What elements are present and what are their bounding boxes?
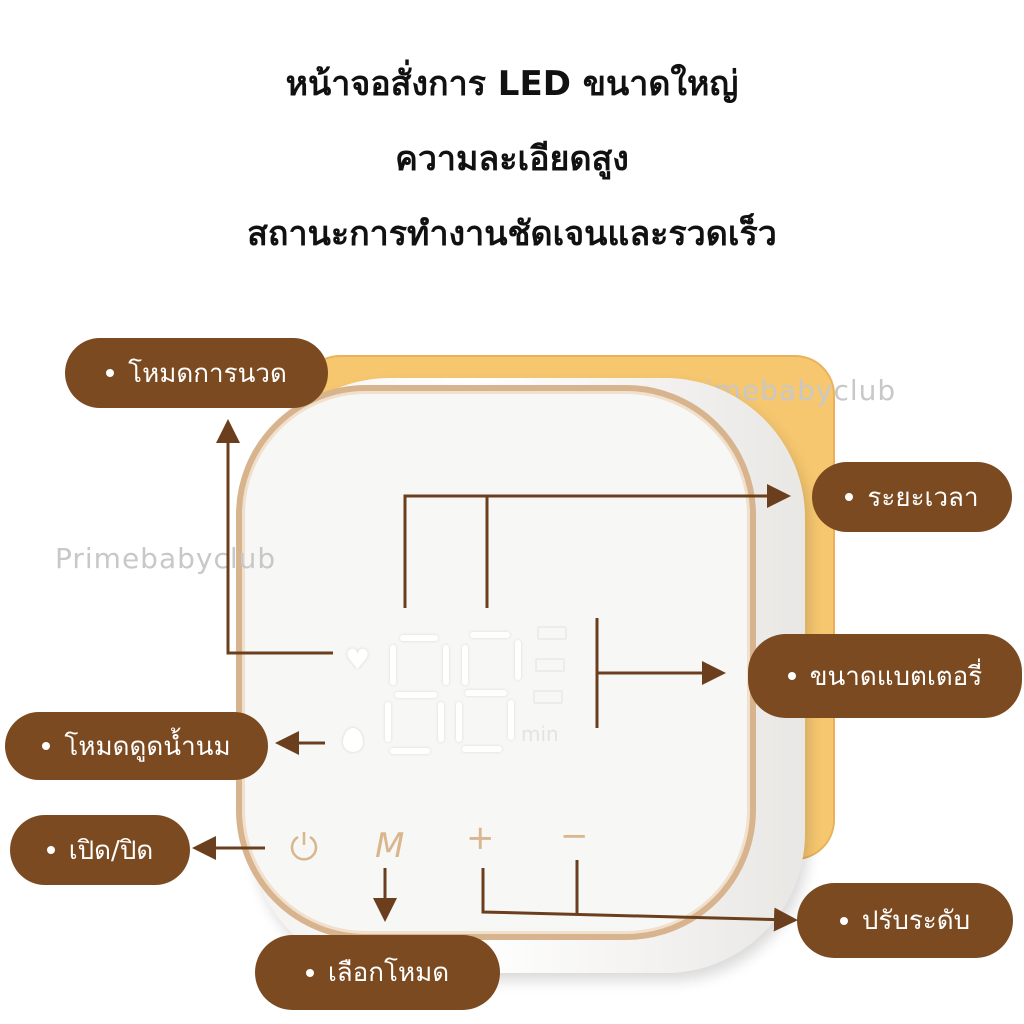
title-line-2: ความละเอียดสูง xyxy=(395,139,629,179)
plus-button[interactable]: + xyxy=(466,818,495,858)
battery-icon-2 xyxy=(535,658,565,672)
label-suction-mode: โหมดดูดน้ำนม xyxy=(5,712,268,780)
watermark: Primebabyclub xyxy=(55,542,277,575)
label-select-mode: เลือกโหมด xyxy=(255,935,500,1010)
unit-label: min xyxy=(521,722,559,746)
label-massage-mode: โหมดการนวด xyxy=(65,338,328,408)
title-line-3: สถานะการทำงานชัดเจนและรวดเร็ว xyxy=(247,214,777,254)
label-duration: ระยะเวลา xyxy=(812,462,1012,532)
battery-icon-1 xyxy=(537,626,567,640)
label-power: เปิด/ปิด xyxy=(10,815,190,885)
label-adjust-level: ปรับระดับ xyxy=(797,883,1013,958)
power-button[interactable] xyxy=(287,828,321,873)
label-battery: ขนาดแบตเตอรี่ xyxy=(748,634,1022,718)
minus-button[interactable]: − xyxy=(560,816,589,856)
power-icon xyxy=(290,832,318,861)
title-line-1: หน้าจอสั่งการ LED ขนาดใหญ่ xyxy=(285,64,739,104)
mode-button[interactable]: M xyxy=(375,826,405,866)
heart-icon: ♥ xyxy=(345,643,371,676)
drop-icon xyxy=(343,728,363,752)
battery-icon-3 xyxy=(533,690,563,704)
